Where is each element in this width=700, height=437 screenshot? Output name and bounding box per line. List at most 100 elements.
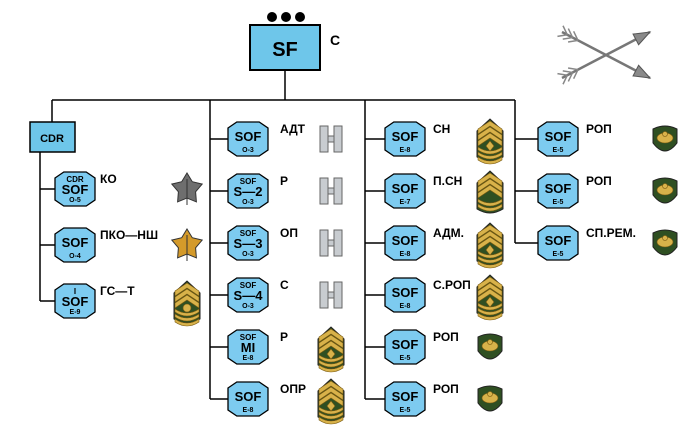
- arrow-fletch: [562, 70, 573, 74]
- stripe-chevron: [318, 386, 344, 401]
- sof-hex: [537, 121, 579, 157]
- captain-bars-icon: [319, 281, 343, 309]
- stripe-rocker: [318, 411, 344, 420]
- sgm-stripes-icon: [173, 280, 201, 327]
- sof-hex: [384, 173, 426, 209]
- bar-right: [333, 177, 343, 205]
- oak-leaf-silver-icon: [170, 172, 204, 205]
- sof-hex: [384, 381, 426, 417]
- hex-grade-label: O-3: [242, 147, 254, 154]
- position-label: СП.РЕМ.: [586, 226, 636, 240]
- arrow-head: [632, 31, 652, 46]
- hex-grade-label: E-8: [400, 303, 411, 310]
- stripe-diamond: [326, 400, 336, 412]
- hex-top-label: CDR: [66, 175, 84, 184]
- hex-grade-label: E-5: [400, 407, 411, 414]
- hex-grade-label: E-8: [243, 407, 254, 414]
- hex-main-label: SOF: [235, 389, 262, 404]
- sof-hex: [537, 225, 579, 261]
- stripe-chevron: [318, 328, 344, 343]
- msg-stripes-icon: [476, 118, 504, 165]
- hex-grade-label: E-9: [70, 309, 81, 316]
- stripe-chevron: [477, 184, 503, 199]
- stripe-rocker: [477, 250, 503, 259]
- column-2: SOFO-3АДТSOFS—2O-3РSOFS—3O-3ОПSOFS—4O-3С…: [227, 121, 345, 425]
- sof-hex: [227, 173, 269, 209]
- hex-grade-label: E-7: [400, 199, 411, 206]
- arrow-fletch: [567, 67, 579, 71]
- eagle-head: [487, 339, 493, 345]
- eagle-head: [662, 131, 668, 137]
- hex-main-label: S—2: [234, 184, 263, 199]
- bar-right: [333, 229, 343, 257]
- arrow-fletch: [562, 36, 573, 40]
- hex-main-label: MI: [241, 340, 255, 355]
- sof-hex: [227, 381, 269, 417]
- hex-main-label: SOF: [392, 181, 419, 196]
- sof-hex: [54, 171, 96, 207]
- position-label: РОП: [433, 382, 459, 396]
- position-label: СН: [433, 122, 450, 136]
- rank-dot: [267, 12, 277, 22]
- stripe-rocker: [477, 260, 503, 269]
- sof-hex: [384, 121, 426, 157]
- stripe-chevron: [318, 392, 344, 407]
- msg-stripes-icon: [476, 222, 504, 269]
- hex-top-label: SOF: [240, 333, 257, 342]
- hex-main-label: SOF: [392, 233, 419, 248]
- hex-grade-label: O-3: [242, 303, 254, 310]
- position-label: ГС—Т: [100, 284, 135, 298]
- stripe-rocker: [477, 151, 503, 160]
- position-label: П.СН: [433, 174, 462, 188]
- specialist-eagle-icon: [652, 177, 678, 204]
- crossed-arrows-icon: [557, 25, 652, 85]
- bar-left: [319, 281, 329, 309]
- bar-bridge: [327, 239, 335, 247]
- bar-right: [333, 281, 343, 309]
- rank-dot: [281, 12, 291, 22]
- hex-main-label: SOF: [545, 181, 572, 196]
- hex-main-label: SOF: [545, 233, 572, 248]
- bar-bridge: [327, 187, 335, 195]
- bar-bridge: [327, 135, 335, 143]
- stripe-chevron: [477, 178, 503, 193]
- stripe-rocker: [477, 255, 503, 264]
- msg-stripes-icon: [317, 326, 345, 373]
- sof-hex: [384, 329, 426, 365]
- arrow-fletch: [562, 25, 568, 36]
- eagle-head: [487, 391, 493, 397]
- stripe-chevron: [477, 132, 503, 147]
- sof-hex: [227, 329, 269, 365]
- arrow-fletch: [567, 72, 574, 82]
- stripe-rocker: [318, 359, 344, 368]
- stripe-chevron: [477, 282, 503, 297]
- oak-leaf-gold-icon: [170, 228, 204, 261]
- stripe-chevron: [477, 120, 503, 135]
- hex-top-label: I: [74, 287, 76, 296]
- position-label: КО: [100, 172, 117, 186]
- stripe-chevron: [477, 236, 503, 251]
- stripe-chevron: [318, 334, 344, 349]
- stripe-chevron: [318, 340, 344, 355]
- hex-grade-label: E-8: [243, 355, 254, 362]
- stripe-rocker: [477, 312, 503, 321]
- stripe-rocker: [318, 354, 344, 363]
- bar-left: [319, 229, 329, 257]
- hex-main-label: S—3: [234, 236, 263, 251]
- specialist-eagle-icon: [477, 385, 503, 412]
- stripe-rocker: [174, 313, 200, 322]
- stripe-chevron: [477, 276, 503, 291]
- position-label: С: [280, 278, 289, 292]
- cdr-box-label: CDR: [40, 133, 64, 145]
- hex-grade-label: O-3: [242, 251, 254, 258]
- msg-stripes-icon: [317, 378, 345, 425]
- unit-side-label: С: [330, 32, 340, 48]
- stripe-diamond: [485, 296, 495, 308]
- stripe-chevron: [174, 288, 200, 303]
- position-label: ОП: [280, 226, 298, 240]
